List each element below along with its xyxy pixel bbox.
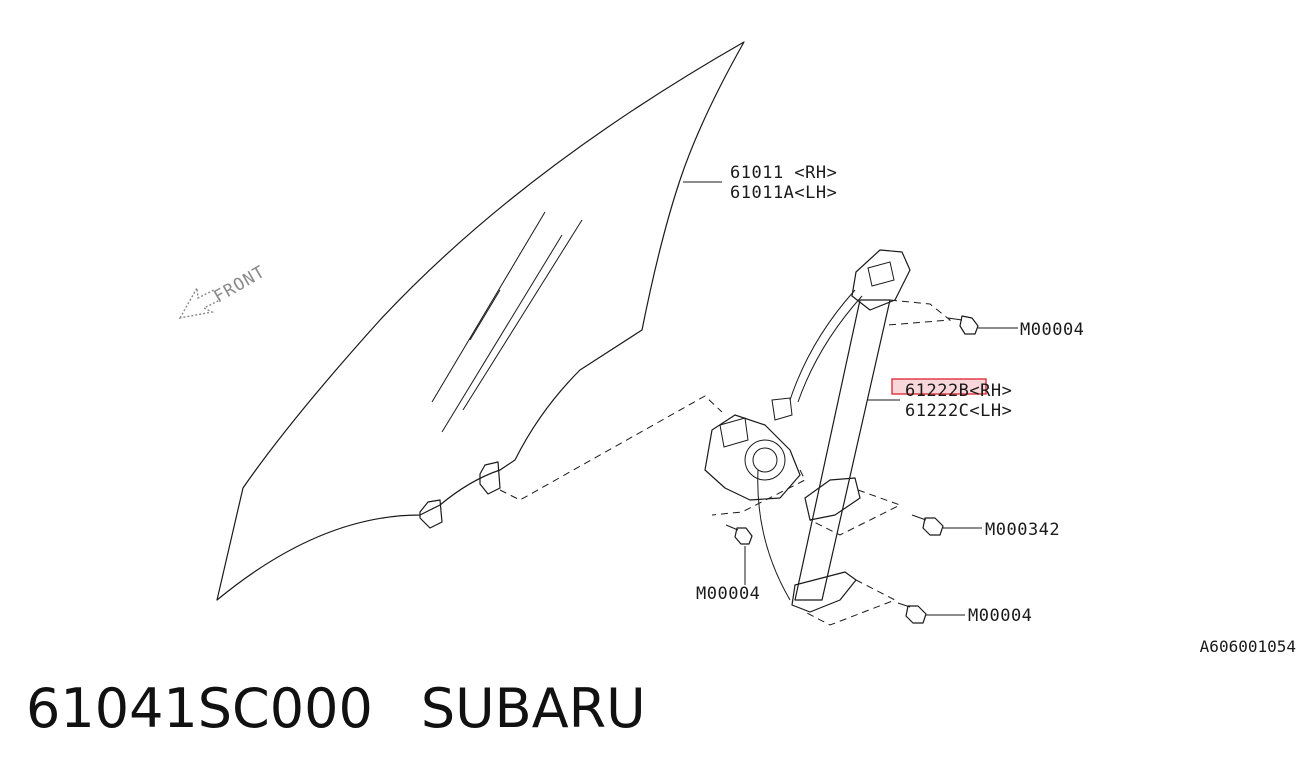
bolt-middle[interactable] bbox=[911, 514, 982, 536]
glass-to-regulator-guide bbox=[499, 395, 723, 501]
brand-name: SUBARU bbox=[420, 677, 646, 740]
callout-bolt-middle[interactable]: M000342 bbox=[985, 520, 1060, 540]
bolt-bottom-right[interactable] bbox=[897, 602, 965, 624]
regulator-rh-highlight bbox=[891, 378, 987, 395]
front-label: FRONT bbox=[211, 262, 270, 307]
diagram-reference-code: A606001054 bbox=[1200, 637, 1296, 656]
part-number: 61041SC000 bbox=[26, 677, 373, 740]
callout-bolt-bottom-right[interactable]: M00004 bbox=[968, 606, 1032, 626]
front-direction-marker: FRONT bbox=[178, 262, 270, 319]
bolt-top[interactable] bbox=[947, 315, 1018, 335]
callout-bolt-top[interactable]: M00004 bbox=[1020, 320, 1084, 340]
regulator-mount-guides bbox=[711, 299, 952, 626]
window-regulator[interactable] bbox=[704, 249, 911, 613]
callout-regulator-lh[interactable]: 61222C<LH> bbox=[905, 401, 1012, 421]
callout-glass-rh[interactable]: 61011 <RH> bbox=[730, 163, 837, 183]
callout-bolt-bottom-left[interactable]: M00004 bbox=[696, 584, 760, 604]
callout-regulator-rh[interactable]: 61222B<RH> bbox=[905, 381, 1012, 401]
door-glass[interactable] bbox=[216, 41, 745, 601]
bolt-bottom-left[interactable] bbox=[725, 524, 753, 585]
callout-glass-lh[interactable]: 61011A<LH> bbox=[730, 183, 837, 203]
